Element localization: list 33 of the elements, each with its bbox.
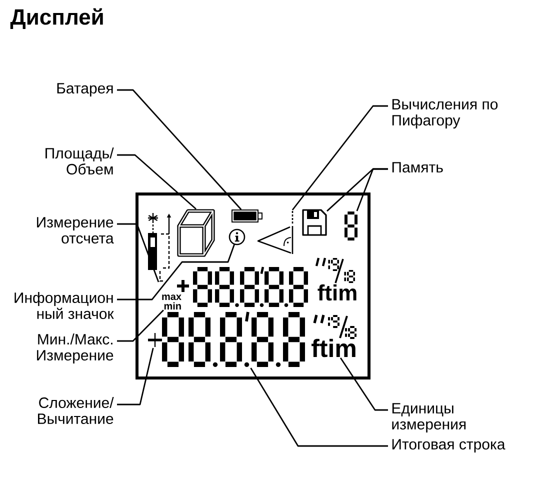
leader-line xyxy=(250,368,388,447)
leader-line xyxy=(117,223,160,282)
floppy-disk-icon xyxy=(302,209,327,236)
plus-minus-icon xyxy=(148,333,162,347)
callout-label: Единицы измерения xyxy=(392,403,466,432)
cube-icon xyxy=(177,209,215,257)
lcd-frame xyxy=(136,192,370,380)
leader-line xyxy=(356,168,388,212)
leader-line xyxy=(117,244,236,300)
leader-line xyxy=(292,105,388,210)
triangle-icon xyxy=(257,211,294,254)
seven-segment-digits xyxy=(162,312,305,367)
callout-label: Площадь/ Объем xyxy=(46,148,114,175)
callout-label: Память xyxy=(392,162,443,173)
callout-label: Сложение/ Вычитание xyxy=(38,397,114,424)
units-label: ftim xyxy=(312,338,356,358)
callout-label: Батарея xyxy=(57,83,113,96)
callout-label: Мин./Макс. Измерение xyxy=(37,334,114,364)
callout-label: Вычисления по Пифагору xyxy=(392,99,498,128)
callout-label: Измерение отсчета xyxy=(37,217,114,244)
units-label: ftim xyxy=(318,284,356,301)
title: Дисплей xyxy=(10,8,103,29)
callout-label: Итоговая строка xyxy=(392,439,506,452)
info-icon xyxy=(228,228,246,246)
max-min-label: max min xyxy=(162,294,182,310)
leader-line xyxy=(340,357,388,411)
battery-icon xyxy=(232,210,262,222)
callout-label: Информацион ный значок xyxy=(14,292,114,320)
leader-line xyxy=(117,89,242,210)
leader-line xyxy=(117,154,196,210)
segment-digit xyxy=(344,212,358,240)
leader-line xyxy=(117,348,154,406)
leader-line xyxy=(117,310,164,342)
